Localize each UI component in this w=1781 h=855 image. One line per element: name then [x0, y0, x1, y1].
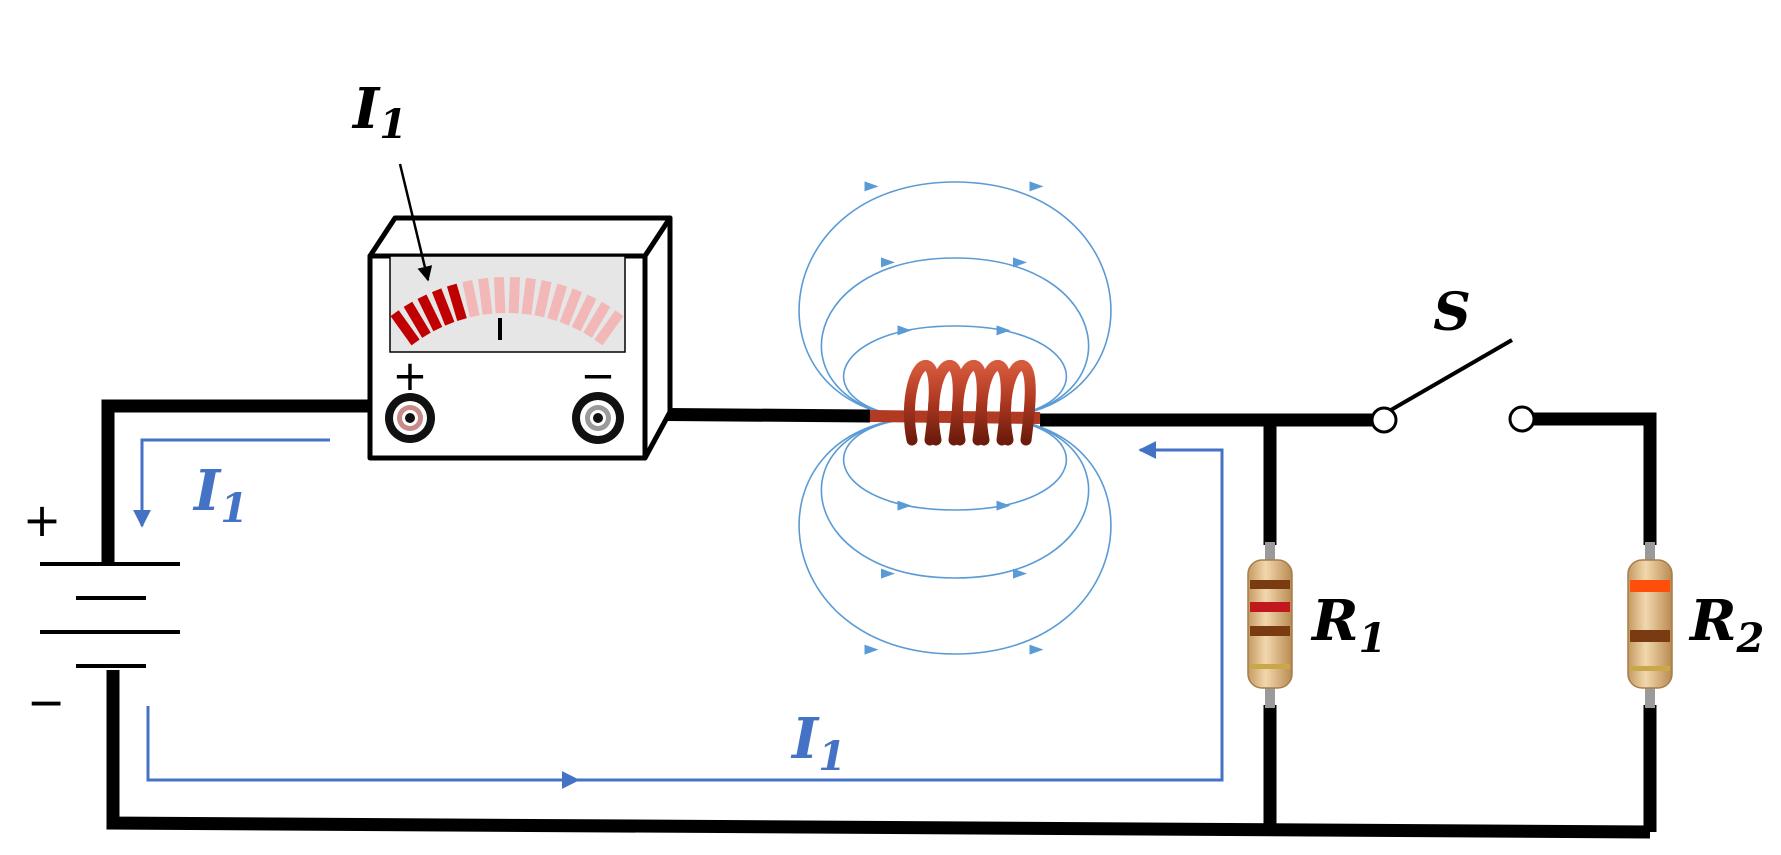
meter-segment: [478, 277, 493, 315]
meter-plus-sign: +: [392, 351, 427, 400]
coil-turn: [999, 360, 1036, 446]
resistor-band: [1250, 580, 1290, 589]
meter-segment: [462, 280, 480, 318]
wire-bottom-return: [106, 670, 1651, 839]
current-arrow-bottom-ext: [570, 441, 1224, 782]
field-line: [820, 417, 1090, 579]
r2-label: R2: [1688, 588, 1764, 662]
field-arrow: [897, 325, 912, 336]
magnetic-field-lines: [798, 181, 1112, 655]
current-arrow-left: [133, 438, 330, 528]
meter-current-label: I1: [351, 76, 407, 148]
battery-plus-sign: +: [23, 493, 62, 547]
meter-segment: [547, 283, 568, 321]
meter-plus-terminal: [385, 393, 435, 443]
resistor-band: [1250, 626, 1290, 636]
meter-segment: [493, 277, 506, 314]
field-arrow: [864, 181, 879, 192]
field-line: [798, 417, 1112, 655]
coil-icon: [869, 360, 1041, 446]
meter-scale: [390, 277, 624, 346]
field-arrow: [996, 325, 1011, 336]
meter-segment: [583, 301, 611, 338]
meter-segment: [521, 277, 536, 315]
meter-segment: [446, 283, 467, 321]
battery-icon: [40, 562, 180, 668]
resistor-band: [1630, 630, 1670, 642]
switch-label: S: [1433, 282, 1471, 343]
field-arrow: [1029, 181, 1044, 192]
resistor-r1: [1247, 542, 1293, 708]
meter-segment: [594, 310, 624, 346]
switch-icon: [1370, 338, 1536, 434]
meter-minus-terminal: [572, 392, 624, 444]
resistor-band: [1250, 602, 1290, 612]
meter-segment: [534, 280, 552, 318]
current-label-bottom: I1: [790, 706, 846, 780]
resistor-band: [1250, 664, 1290, 669]
r1-label: R1: [1310, 588, 1386, 662]
field-arrow: [881, 257, 895, 268]
ammeter-icon: + −: [367, 215, 673, 461]
field-line: [798, 181, 1112, 419]
meter-segment: [403, 301, 431, 338]
field-arrow: [996, 500, 1011, 511]
current-label-left: I1: [192, 458, 248, 532]
field-line: [842, 325, 1068, 419]
field-line: [820, 257, 1090, 419]
battery-minus-sign: −: [27, 675, 66, 729]
wire-switch-to-r2: [1524, 412, 1657, 545]
current-arrow-bottom: [146, 706, 580, 789]
meter-center-tick: [498, 318, 502, 340]
meter-segment: [417, 294, 443, 332]
current-flow-arrows: [133, 438, 1224, 789]
wires: [101, 399, 1657, 839]
field-arrow: [1029, 644, 1044, 655]
field-arrow: [864, 644, 879, 655]
resistor-band: [1630, 666, 1670, 671]
meter-segment: [431, 288, 455, 326]
meter-segment: [390, 310, 420, 346]
wire-battery-to-meter: [101, 399, 410, 565]
meter-segment: [571, 294, 597, 332]
meter-segment: [559, 288, 583, 326]
field-arrow: [897, 500, 912, 511]
field-line: [842, 417, 1068, 511]
meter-pointer-arrow: [398, 163, 433, 282]
field-arrow: [881, 568, 895, 579]
resistor-band: [1630, 580, 1670, 592]
resistor-r2: [1627, 542, 1673, 708]
meter-minus-sign: −: [580, 351, 615, 400]
meter-segment: [508, 277, 521, 314]
field-arrow: [1013, 257, 1027, 268]
field-arrow: [1013, 568, 1027, 579]
